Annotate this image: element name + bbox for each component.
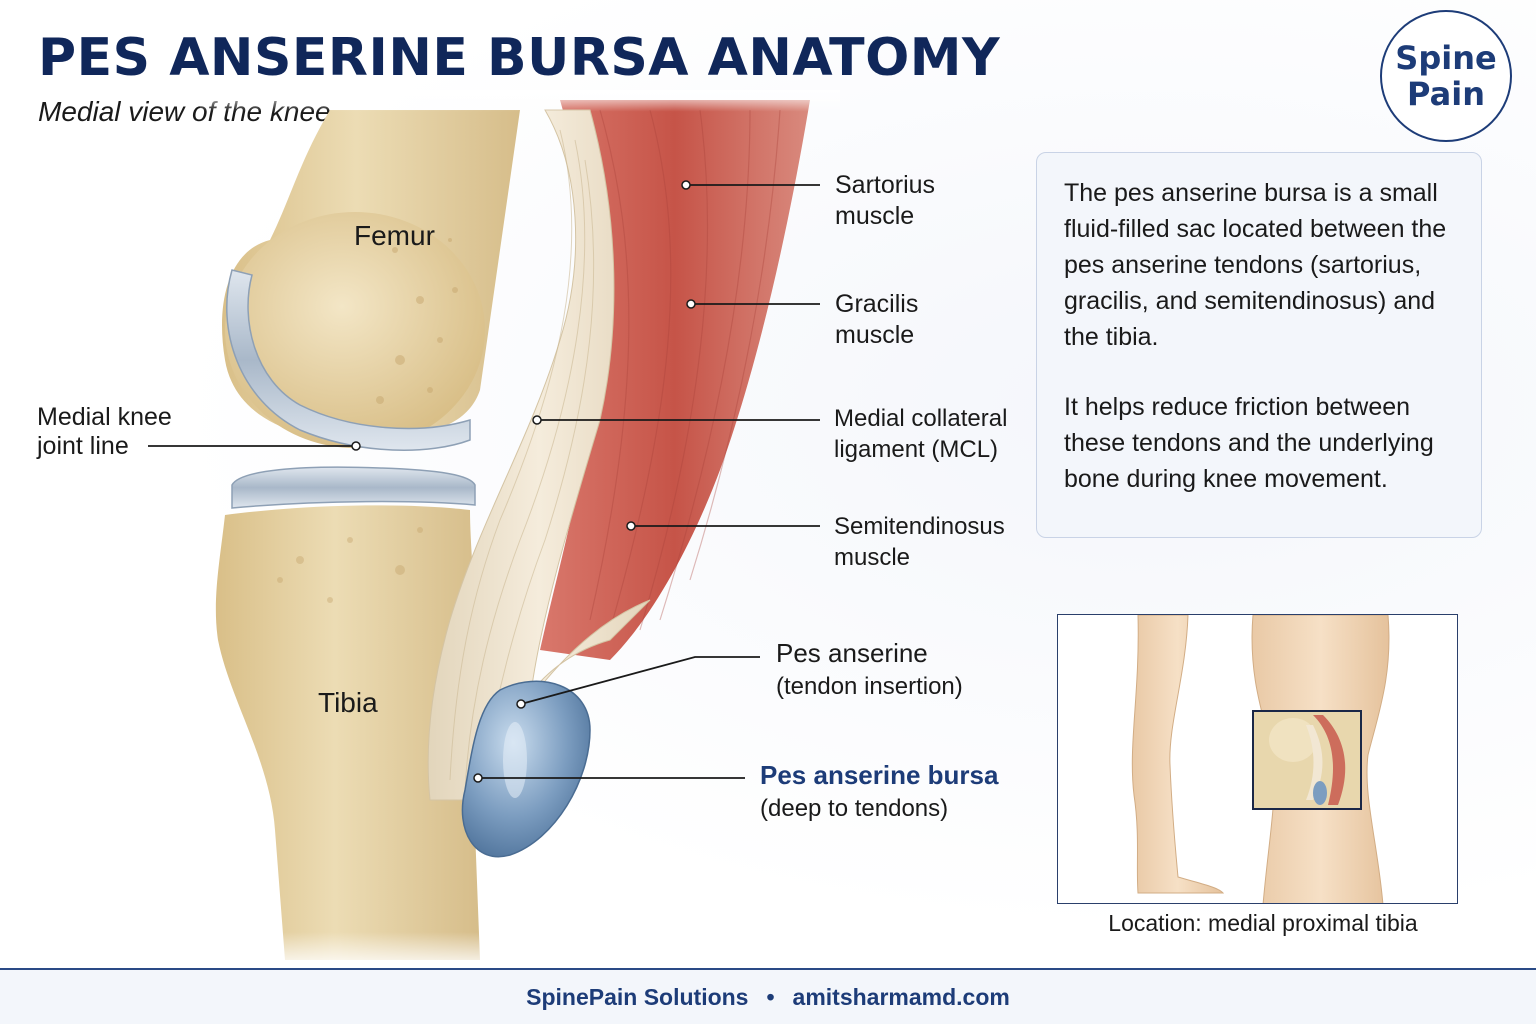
logo-line-2: Pain	[1407, 75, 1485, 113]
joint-line-label-line2: joint line	[37, 432, 129, 460]
sartorius-label: Sartorius muscle	[835, 170, 935, 232]
gracilis-label: Gracilis muscle	[835, 289, 918, 351]
leg-inset-illustration	[1131, 615, 1390, 903]
mcl-label: Medial collateral ligament (MCL)	[834, 403, 1007, 465]
info-paragraph-2: It helps reduce friction between these t…	[1064, 393, 1434, 493]
pes-anserine-label-line2: (tendon insertion)	[776, 673, 963, 700]
joint-line-label-line1: Medial knee	[37, 403, 172, 431]
bursa-label-line2: (deep to tendons)	[760, 795, 949, 822]
page-title: PES ANSERINE BURSA ANATOMY	[38, 28, 1001, 88]
pes-anserine-label: Pes anserine (tendon insertion)	[776, 637, 963, 703]
bursa-label-line1: Pes anserine bursa	[760, 760, 999, 790]
gracilis-label-line2: muscle	[835, 321, 915, 349]
joint-line-label: Medial knee joint line	[37, 403, 172, 461]
semitendinosus-label: Semitendinosus muscle	[834, 511, 1005, 573]
semitendinosus-label-line1: Semitendinosus	[834, 513, 1005, 540]
femur-label: Femur	[354, 220, 435, 251]
sartorius-label-line2: muscle	[835, 202, 915, 230]
info-box: The pes anserine bursa is a small fluid-…	[1036, 152, 1482, 538]
brand-logo: Spine Pain	[1380, 10, 1512, 142]
footer: SpinePain Solutions • amitsharmamd.com	[0, 970, 1536, 1024]
pes-anserine-label-line1: Pes anserine	[776, 638, 928, 668]
mcl-label-line2: ligament (MCL)	[834, 436, 999, 463]
sartorius-label-line1: Sartorius	[835, 171, 936, 199]
footer-brand: SpinePain Solutions	[526, 983, 749, 1010]
info-paragraph-1: The pes anserine bursa is a small fluid-…	[1064, 179, 1447, 351]
mcl-label-line1: Medial collateral	[834, 405, 1008, 432]
footer-website[interactable]: amitsharmamd.com	[792, 983, 1010, 1010]
footer-separator: •	[766, 983, 775, 1010]
logo-line-1: Spine	[1395, 39, 1497, 77]
knee-anatomy-illustration	[148, 90, 840, 970]
footer-divider	[0, 968, 1536, 970]
semitendinosus-label-line2: muscle	[834, 544, 911, 571]
gracilis-label-line1: Gracilis	[835, 290, 919, 318]
tibia-label: Tibia	[318, 687, 378, 718]
inset-caption: Location: medial proximal tibia	[1108, 910, 1418, 936]
location-inset	[1057, 614, 1458, 904]
bursa-label: Pes anserine bursa (deep to tendons)	[760, 759, 998, 825]
